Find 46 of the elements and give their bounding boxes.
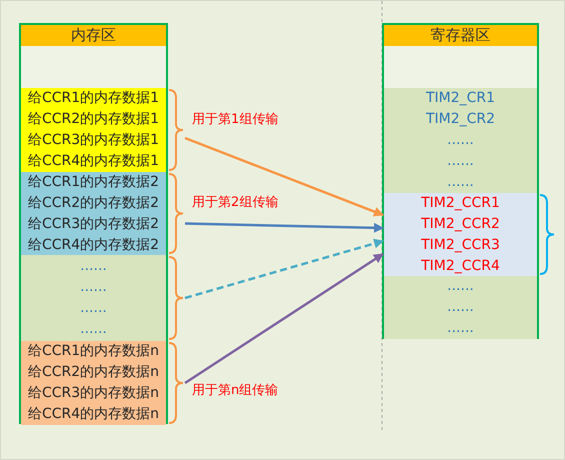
row-text: ...... [446, 277, 475, 296]
row-text: ...... [79, 299, 108, 318]
group-label: 用于第n组传输 [192, 383, 278, 399]
row-text: 给CCR3的内存数据n [26, 384, 160, 403]
row-text: TIM2_CCR3 [420, 236, 501, 254]
row-text: 给CCR1的内存数据1 [26, 89, 160, 108]
row-text: TIM2_CR1 [424, 89, 496, 108]
data-band [384, 276, 537, 339]
row-text: 给CCR4的内存数据n [26, 405, 160, 424]
row-text: ...... [79, 320, 108, 339]
row-text: 给CCR1的内存数据2 [26, 172, 160, 192]
table-heading: 内存区 [21, 25, 166, 46]
row-text: 给CCR3的内存数据2 [26, 214, 160, 234]
arrow [184, 252, 384, 384]
arrow [184, 136, 384, 216]
row-text: 给CCR4的内存数据2 [26, 236, 160, 254]
row-text: ...... [446, 173, 475, 192]
data-band [21, 88, 166, 172]
data-band [21, 341, 166, 425]
data-band [21, 172, 166, 255]
row-text: TIM2_CR2 [424, 110, 496, 129]
table-frame [382, 23, 539, 339]
row-text: 给CCR2的内存数据n [26, 363, 160, 382]
arrow [184, 238, 384, 300]
row-text: TIM2_CCR4 [420, 256, 501, 276]
row-text: ...... [446, 131, 475, 150]
data-band [384, 88, 537, 193]
row-text: ...... [446, 298, 475, 317]
row-text: TIM2_CCR1 [420, 194, 501, 212]
arrow [184, 222, 384, 233]
data-band [21, 255, 166, 341]
row-text: TIM2_CCR2 [420, 214, 501, 234]
row-text: 给CCR1的内存数据n [26, 342, 160, 361]
row-text: ...... [446, 319, 475, 338]
table-frame [19, 23, 168, 424]
table-heading: 寄存器区 [384, 25, 537, 46]
row-text: ...... [79, 278, 108, 297]
row-text: 给CCR2的内存数据1 [26, 110, 160, 129]
group-label: 用于第2组传输 [192, 195, 278, 211]
row-text: 给CCR4的内存数据1 [26, 152, 160, 171]
group-label: 用于第1组传输 [192, 112, 278, 128]
row-text: ...... [79, 257, 108, 276]
row-text: 给CCR3的内存数据1 [26, 131, 160, 150]
data-band [384, 193, 537, 276]
row-text: ...... [446, 152, 475, 171]
row-text: 给CCR2的内存数据2 [26, 194, 160, 212]
